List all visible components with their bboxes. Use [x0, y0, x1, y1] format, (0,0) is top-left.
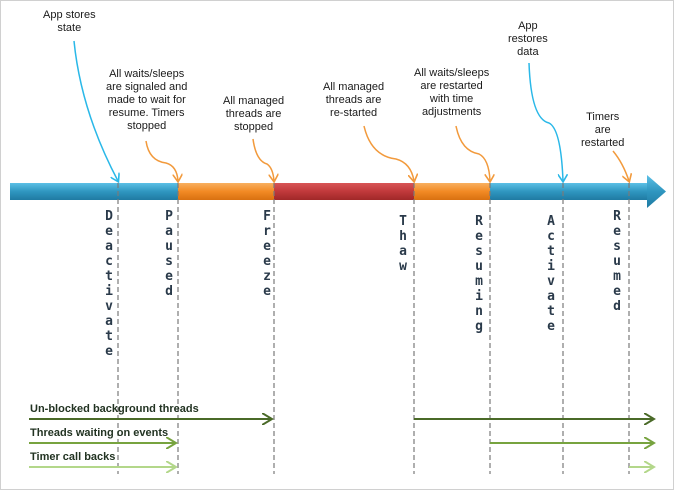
legend-waiting-threads: Threads waiting on events	[30, 427, 169, 439]
callout-arrow-app-restores	[528, 62, 563, 181]
annotation-managed-restarted: All managed threads are re-started	[323, 81, 385, 119]
timeline-arrowhead	[647, 175, 666, 208]
legend-unblocked-threads: Un-blocked background threads	[30, 403, 199, 415]
timeline-segment-frozen	[274, 183, 414, 200]
phase-label-activate: Activate	[547, 214, 555, 334]
phase-label-resuming: Resuming	[475, 214, 483, 334]
callout-arrow-timers-restarted	[612, 150, 629, 181]
timeline-segment-running	[10, 183, 178, 200]
annotation-waits-signaled: All waits/sleeps are signaled and made t…	[106, 68, 188, 132]
annotation-app-stores-state: App stores state	[43, 9, 96, 34]
callout-arrow-waits-signaled	[145, 140, 178, 181]
callout-arrow-waits-restarted	[455, 125, 490, 181]
callout-arrow-managed-restarted	[363, 125, 414, 181]
phase-label-freeze: Freeze	[263, 209, 271, 299]
legend-timer-callbacks: Timer call backs	[30, 451, 116, 463]
callout-arrow-app-stores-state	[73, 40, 118, 181]
timeline-segment-running-after	[490, 183, 648, 200]
annotation-timers-restarted: Timers are restarted	[581, 111, 625, 149]
phase-label-paused: Paused	[165, 209, 173, 299]
phase-label-deactivate: Deactivate	[105, 209, 113, 359]
phase-label-thaw: Thaw	[399, 214, 407, 274]
timeline-segment-resuming	[414, 183, 490, 200]
annotation-app-restores: App restores data	[508, 20, 548, 58]
annotation-waits-restarted: All waits/sleeps are restarted with time…	[414, 67, 490, 118]
phase-label-resumed: Resumed	[613, 209, 621, 314]
annotation-managed-stopped: All managed threads are stopped	[223, 95, 285, 133]
timeline-segment-paused	[178, 183, 274, 200]
callout-arrow-managed-stopped	[252, 138, 274, 181]
